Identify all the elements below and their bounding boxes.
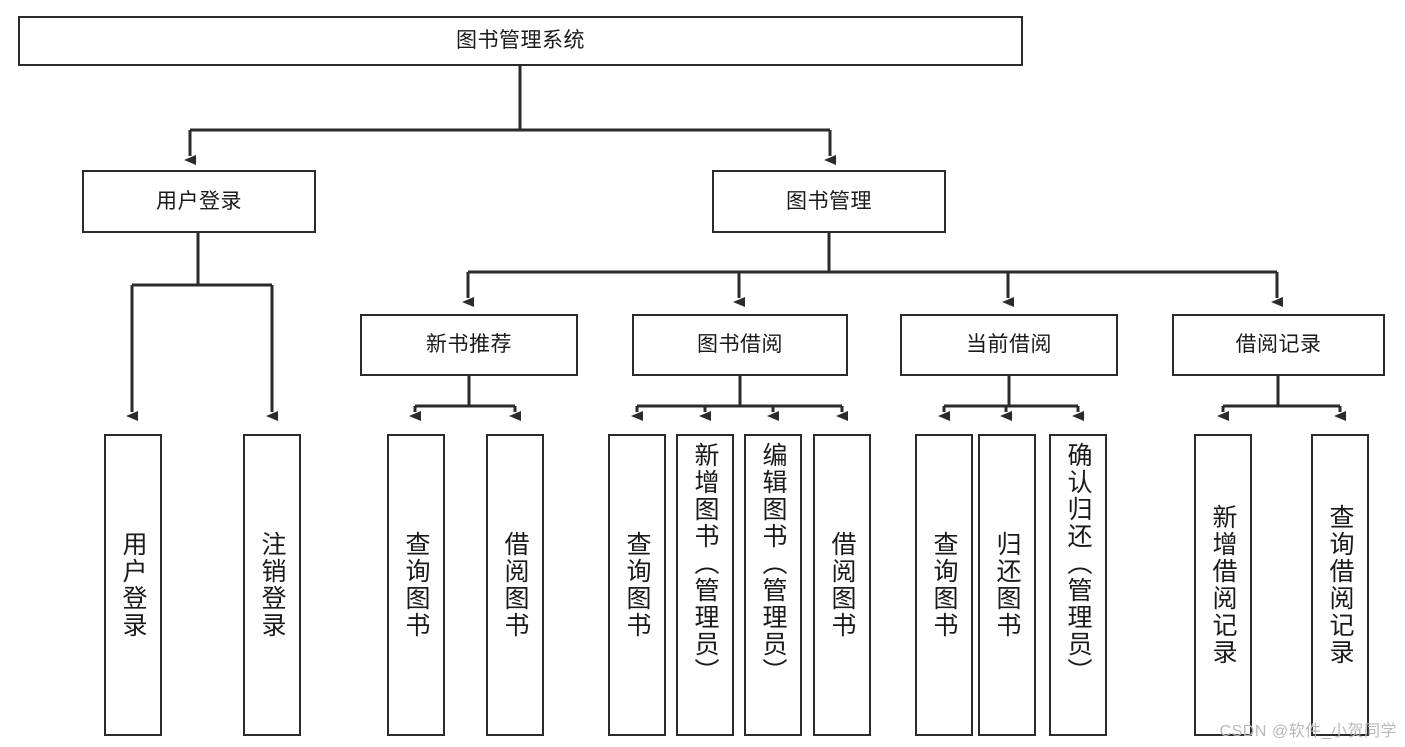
leaf-add-borrow-record[interactable]: 新增借阅记录 (1194, 434, 1252, 736)
node-label: 注销登录 (258, 531, 286, 639)
leaf-query-borrow-record[interactable]: 查询借阅记录 (1311, 434, 1369, 736)
node-book-borrow[interactable]: 图书借阅 (632, 314, 848, 376)
node-root[interactable]: 图书管理系统 (18, 16, 1023, 66)
node-label: 图书管理系统 (456, 29, 585, 53)
leaf-edit-book-admin[interactable]: 编辑图书（管理员） (744, 434, 802, 736)
node-label: 新增图书（管理员） (691, 442, 719, 685)
leaf-query-book-borrow[interactable]: 查询图书 (608, 434, 666, 736)
node-label: 当前借阅 (966, 333, 1052, 357)
node-label: 查询借阅记录 (1326, 504, 1354, 666)
node-label: 借阅图书 (828, 531, 856, 639)
node-label: 用户登录 (156, 189, 242, 213)
node-book-management[interactable]: 图书管理 (712, 170, 946, 233)
node-label: 查询图书 (623, 531, 651, 639)
node-label: 查询图书 (402, 531, 430, 639)
node-current-borrow[interactable]: 当前借阅 (900, 314, 1118, 376)
leaf-logout[interactable]: 注销登录 (243, 434, 301, 736)
node-label: 借阅图书 (501, 531, 529, 639)
node-label: 新增借阅记录 (1209, 504, 1237, 666)
leaf-borrow-book[interactable]: 借阅图书 (813, 434, 871, 736)
leaf-add-book-admin[interactable]: 新增图书（管理员） (676, 434, 734, 736)
leaf-confirm-return-admin[interactable]: 确认归还（管理员） (1049, 434, 1107, 736)
node-borrow-record[interactable]: 借阅记录 (1172, 314, 1385, 376)
node-new-book-recommend[interactable]: 新书推荐 (360, 314, 578, 376)
leaf-return-book[interactable]: 归还图书 (978, 434, 1036, 736)
leaf-borrow-book-recommend[interactable]: 借阅图书 (486, 434, 544, 736)
node-label: 图书借阅 (697, 333, 783, 357)
node-label: 借阅记录 (1235, 333, 1322, 357)
node-label: 编辑图书（管理员） (759, 442, 787, 685)
node-label: 新书推荐 (426, 333, 512, 357)
watermark-text: CSDN @软件_小贺同学 (1219, 723, 1397, 740)
node-label: 查询图书 (930, 531, 958, 639)
leaf-query-book-current[interactable]: 查询图书 (915, 434, 973, 736)
node-label: 用户登录 (119, 531, 147, 639)
leaf-user-login[interactable]: 用户登录 (104, 434, 162, 736)
node-user-login[interactable]: 用户登录 (82, 170, 316, 233)
node-label: 确认归还（管理员） (1064, 442, 1092, 685)
node-label: 归还图书 (993, 531, 1021, 639)
leaf-query-book-recommend[interactable]: 查询图书 (387, 434, 445, 736)
node-label: 图书管理 (786, 189, 872, 213)
